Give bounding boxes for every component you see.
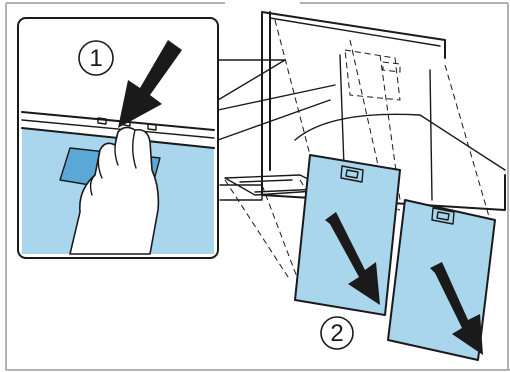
step-2-badge: 2 — [321, 317, 353, 349]
callout-lines — [218, 60, 335, 140]
step-2-number: 2 — [330, 320, 343, 347]
step-1-badge: 1 — [79, 41, 113, 75]
inset-detail: 1 — [18, 18, 218, 258]
step-1-number: 1 — [89, 45, 102, 72]
